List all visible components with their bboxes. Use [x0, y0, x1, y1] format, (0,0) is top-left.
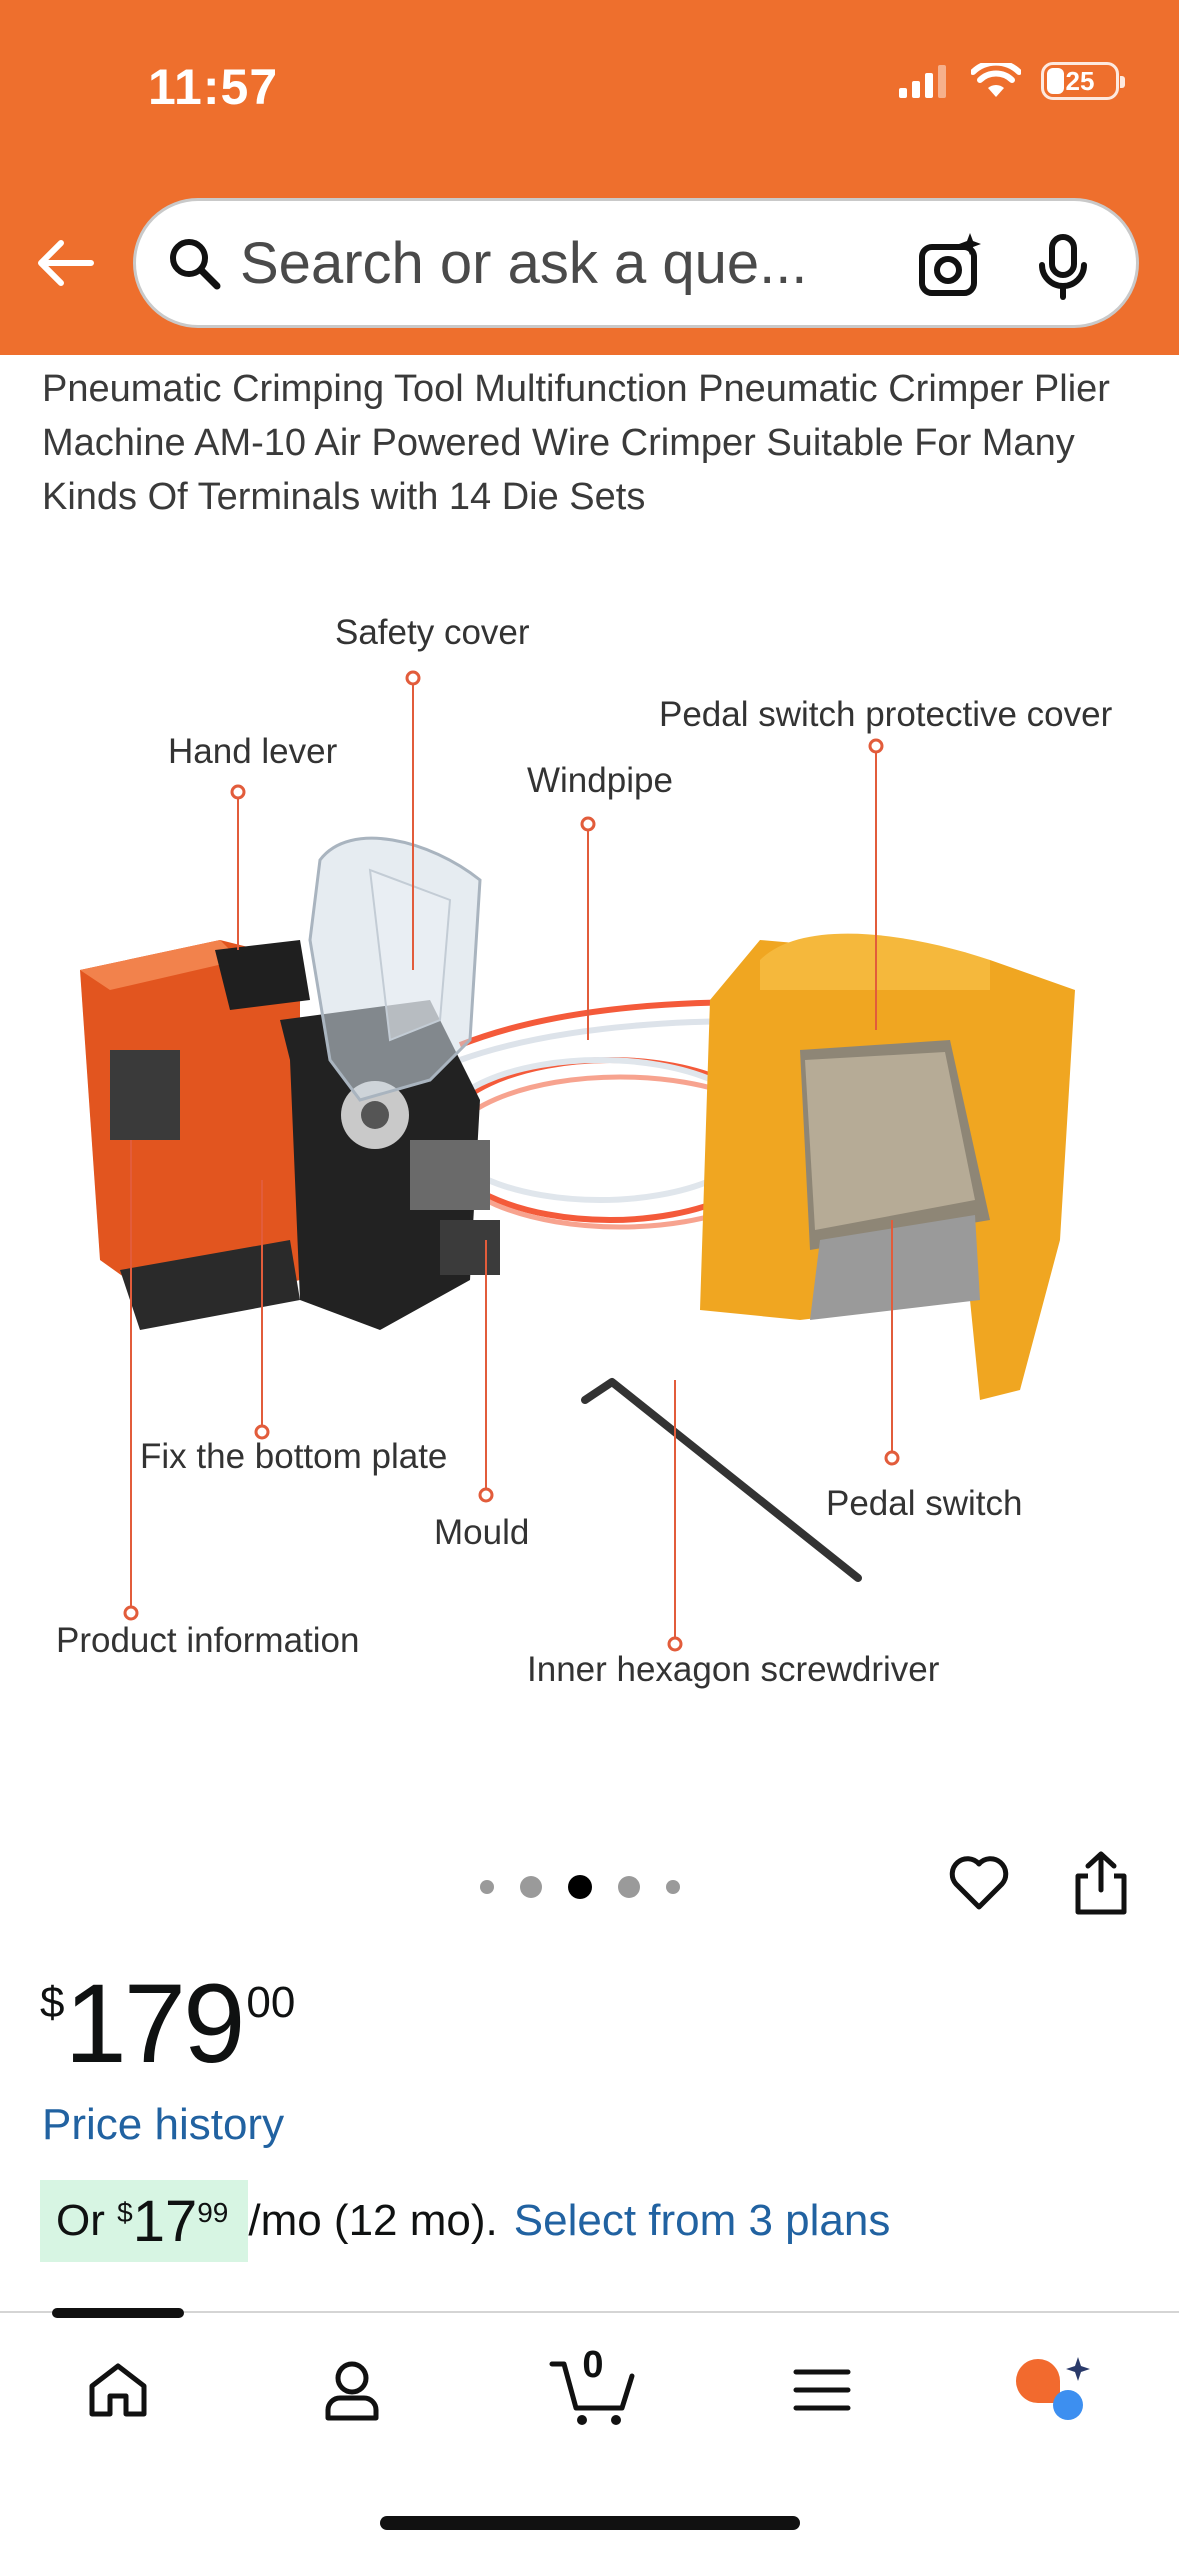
label-fix-bottom-plate: Fix the bottom plate	[140, 1437, 447, 1476]
price-whole: 179	[64, 1961, 245, 2086]
monthly-whole: 17	[132, 2188, 198, 2254]
share-icon[interactable]	[1070, 1850, 1132, 1916]
label-pedal-switch: Pedal switch	[826, 1484, 1022, 1523]
crimper-machine	[80, 940, 500, 1330]
pedal-switch	[700, 933, 1075, 1400]
product-title[interactable]: Pneumatic Crimping Tool Multifunction Pn…	[42, 368, 1110, 518]
price-currency: $	[40, 1978, 65, 2027]
price-history-link[interactable]: Price history	[42, 2100, 285, 2149]
heart-icon[interactable]	[948, 1852, 1010, 1914]
price-fraction: 00	[246, 1978, 296, 2027]
camera-search-icon[interactable]	[916, 231, 986, 301]
cart-count: 0	[582, 2344, 604, 2386]
search-bar[interactable]	[133, 198, 1139, 328]
label-safety-cover: Safety cover	[335, 613, 530, 652]
battery-level	[1047, 68, 1065, 94]
menu-icon	[793, 2369, 851, 2411]
label-product-information: Product information	[56, 1621, 359, 1660]
battery-percent: 25	[1065, 66, 1095, 96]
rufus-icon	[1016, 2357, 1090, 2420]
battery-icon: 25	[1041, 62, 1125, 100]
search-icon	[164, 233, 224, 293]
battery-tip	[1120, 76, 1125, 88]
carousel-dot[interactable]	[480, 1880, 494, 1894]
back-button[interactable]	[30, 228, 100, 298]
signal-icon	[899, 65, 946, 98]
account-icon	[325, 2361, 379, 2421]
app-header: 11:57 25	[0, 0, 1179, 355]
nav-account[interactable]	[302, 2340, 402, 2440]
cart-icon	[549, 2361, 635, 2425]
nav-active-indicator	[52, 2308, 184, 2318]
monthly-payment: Or $ 17 99 /mo (12 mo). Select from 3 pl…	[40, 2180, 890, 2262]
carousel-dot-active[interactable]	[568, 1875, 592, 1899]
safety-cover-shape	[308, 836, 482, 1102]
monthly-prefix: Or	[56, 2196, 118, 2245]
nav-menu[interactable]	[772, 2340, 872, 2440]
carousel-dot[interactable]	[666, 1880, 680, 1894]
label-pedal-switch-cover: Pedal switch protective cover	[659, 695, 1113, 734]
monthly-price-chip: Or $ 17 99	[40, 2180, 249, 2262]
search-input[interactable]	[238, 228, 862, 298]
callout-dots	[123, 670, 900, 1652]
nav-cart[interactable]: 0	[538, 2340, 648, 2440]
status-time: 11:57	[148, 59, 279, 115]
wifi-icon	[971, 63, 1021, 97]
carousel-dot[interactable]	[520, 1876, 542, 1898]
home-indicator	[380, 2516, 800, 2530]
label-hand-lever: Hand lever	[168, 732, 338, 771]
home-icon	[89, 2363, 147, 2417]
nav-rufus[interactable]	[1004, 2340, 1104, 2440]
product-image[interactable]: Safety cover Pedal switch protective cov…	[0, 540, 1179, 1740]
label-mould: Mould	[434, 1513, 529, 1552]
callout-lines	[130, 678, 893, 1644]
carousel-dots[interactable]	[480, 1875, 680, 1899]
label-hex-screwdriver: Inner hexagon screwdriver	[527, 1650, 940, 1689]
monthly-currency: $	[117, 2197, 133, 2228]
hex-key	[581, 1378, 862, 1582]
select-plans-link[interactable]: Select from 3 plans	[513, 2196, 891, 2245]
label-windpipe: Windpipe	[527, 761, 673, 800]
status-icons: 25	[899, 62, 1125, 100]
microphone-icon[interactable]	[1028, 231, 1098, 301]
monthly-term: /mo (12 mo).	[248, 2196, 498, 2245]
price: $ 179 00	[40, 1968, 295, 2080]
monthly-fraction: 99	[197, 2197, 229, 2228]
carousel-dot[interactable]	[618, 1876, 640, 1898]
back-arrow-icon	[38, 240, 94, 286]
nav-home[interactable]	[68, 2340, 168, 2440]
